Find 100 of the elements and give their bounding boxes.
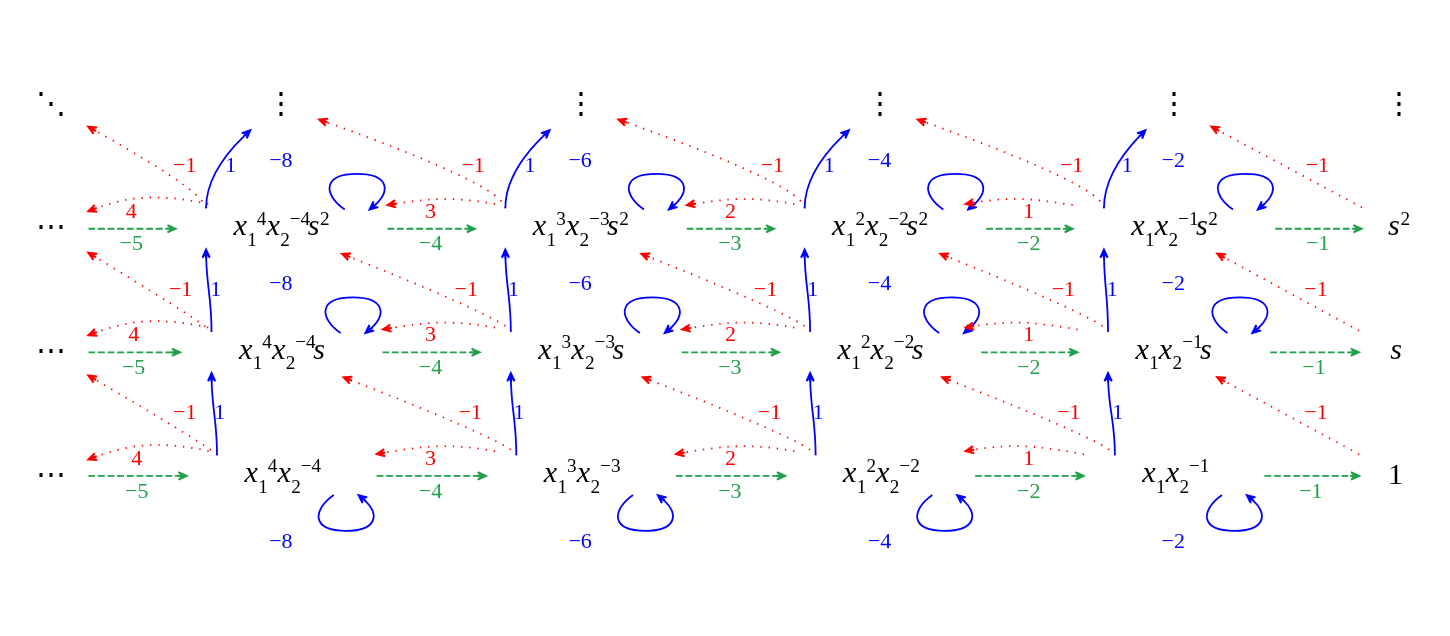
arrow: [87, 471, 188, 481]
edge-label: −4: [418, 230, 443, 256]
edge-label: 1: [508, 275, 520, 301]
edge-label: −3: [718, 230, 742, 256]
edge-label: 1: [1106, 275, 1118, 301]
edge-label: −1: [757, 399, 782, 425]
node-text: ⋮: [865, 85, 896, 120]
arrow: [680, 347, 781, 357]
node-text: ⋮: [1158, 85, 1189, 120]
edge-label: −1: [1059, 152, 1084, 178]
edge-label: −4: [867, 270, 892, 296]
arrow: [381, 321, 496, 333]
edge-label: −5: [125, 477, 149, 503]
arrow: [87, 196, 210, 213]
arrow: [207, 372, 218, 457]
edge-label: 3: [425, 197, 437, 223]
edge-label: 4: [128, 321, 140, 347]
node-text: ⋱: [35, 85, 66, 120]
edge-label: −3: [718, 354, 742, 380]
edge-label: −1: [753, 275, 778, 301]
arrow: [342, 375, 518, 457]
edge-label: 1: [1023, 321, 1035, 347]
edge-label: −1: [458, 399, 483, 425]
edge-label: −2: [1017, 477, 1041, 503]
arrow: [985, 224, 1074, 234]
node-text: x$_{1}$$^{2}$x$_{2}$$^{−2}$s: [837, 331, 924, 374]
arrow: [205, 129, 252, 210]
edge-label: −1: [173, 152, 197, 178]
edge-label: −1: [1057, 399, 1081, 425]
edge-label: −2: [1161, 528, 1185, 554]
edge-label: −2: [1017, 230, 1041, 256]
arrow: [328, 172, 386, 211]
arrow: [317, 494, 375, 532]
node-text: x$_{1}$$^{3}$x$_{2}$$^{−3}$s$^{2}$: [532, 207, 629, 250]
arrow: [1205, 494, 1263, 532]
node-text: 1: [1388, 456, 1404, 491]
arrow: [1103, 129, 1147, 210]
edge-label: −4: [867, 146, 892, 172]
arrow: [87, 251, 213, 333]
edge-label: 1: [1023, 444, 1035, 470]
arrow: [940, 375, 1116, 457]
node-text: x$_{1}$$^{4}$x$_{2}$$^{−4}$s: [239, 331, 325, 374]
arrow: [805, 372, 817, 457]
edge-label: −1: [461, 152, 485, 178]
arrow: [386, 224, 476, 234]
node-text: ⋯: [35, 456, 66, 491]
arrow: [500, 248, 512, 333]
edge-label: −1: [173, 399, 197, 425]
edge-label: −6: [568, 270, 592, 296]
edge-label: −1: [1305, 152, 1330, 178]
arrow: [201, 248, 213, 333]
arrow: [916, 494, 973, 532]
arrow: [375, 471, 487, 481]
edge-label: −4: [418, 477, 443, 503]
arrow: [375, 445, 496, 458]
edge-label: 4: [131, 444, 143, 470]
label: ⋮: [1383, 85, 1414, 120]
node-text: ⋮: [565, 85, 596, 120]
arrow: [681, 321, 796, 333]
arrow: [617, 494, 674, 532]
arrow: [623, 296, 681, 334]
arrow: [1210, 125, 1363, 209]
node-text: s$^{2}$: [1388, 207, 1411, 243]
arrow: [1099, 248, 1109, 333]
node-text: x$_{1}$$^{4}$x$_{2}$$^{−4}$s$^{2}$: [233, 207, 330, 250]
edge-label: −6: [568, 146, 592, 172]
arrow: [324, 296, 382, 334]
edge-label: −4: [418, 354, 443, 380]
arrow: [1216, 376, 1360, 456]
edge-label: −2: [1161, 270, 1185, 296]
arrow: [87, 320, 210, 337]
node-text: x$_{1}$x$_{2}$$^{−1}$s: [1135, 331, 1212, 374]
arrow: [504, 129, 551, 210]
edge-label: −1: [1302, 354, 1326, 380]
arrow: [1263, 471, 1361, 481]
arrow: [964, 445, 1085, 456]
arrow: [800, 248, 811, 333]
edge-label: −1: [454, 275, 478, 301]
edge-label: 1: [524, 152, 536, 178]
edge-label: −1: [760, 152, 785, 178]
node-text: x$_{1}$x$_{2}$$^{−1}$s$^{2}$: [1131, 207, 1218, 250]
arrow: [87, 347, 182, 357]
node-text: ⋮: [266, 85, 297, 120]
edge-label: 3: [425, 444, 437, 470]
arrow: [675, 471, 787, 481]
edge-label: −4: [867, 528, 892, 554]
edge-label: −8: [269, 146, 293, 172]
arrow: [803, 129, 850, 210]
arrow: [980, 347, 1079, 357]
edge-label: 1: [1023, 197, 1035, 223]
edge-label: 1: [225, 152, 237, 178]
arrow: [640, 252, 811, 333]
edge-label: −8: [269, 528, 293, 554]
arrow: [1274, 224, 1363, 234]
edge-label: −1: [1051, 275, 1076, 301]
edge-label: −1: [1304, 275, 1328, 301]
edge-label: −5: [121, 354, 146, 380]
arrow: [641, 375, 817, 457]
edge-label: −8: [269, 270, 293, 296]
edge-label: −2: [1017, 354, 1041, 380]
